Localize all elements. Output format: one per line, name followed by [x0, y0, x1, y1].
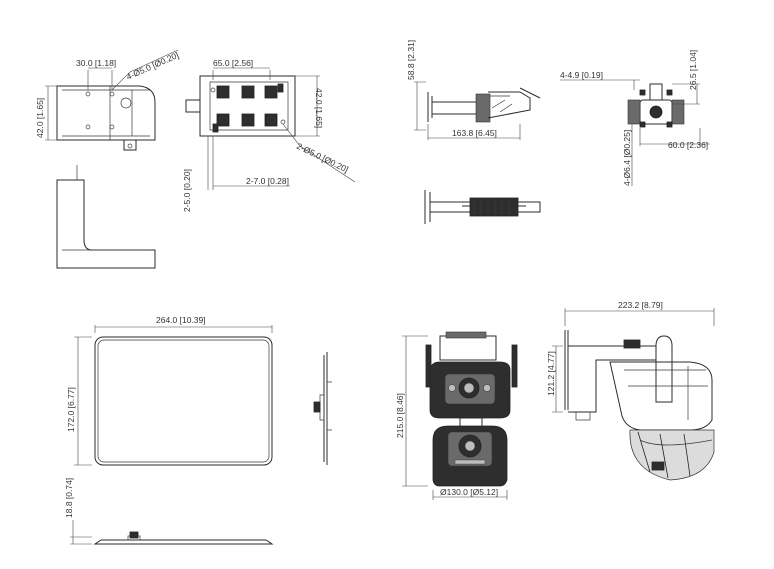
- dim-bracket-top-holes: 4-Ø5.0 [Ø0.20]: [125, 50, 180, 82]
- arm-bottom-view: [424, 190, 541, 224]
- dim-panel-thickness: 18.8 [0.74]: [64, 478, 74, 518]
- mount-front-view: 4-4.9 [0.19] 26.5 [1.04] 4-Ø6.4 [Ø0.25] …: [560, 50, 710, 186]
- dim-mount-width: 60.0 [2.36]: [668, 140, 708, 150]
- dim-side-height: 121.2 [4.77]: [546, 351, 556, 396]
- solar-panel-side: [313, 352, 332, 465]
- solar-panel-bottom: 18.8 [0.74]: [64, 478, 274, 545]
- dim-mount-holes: 4-Ø6.4 [Ø0.25]: [622, 130, 632, 186]
- dim-side-width: 223.2 [8.79]: [618, 300, 663, 310]
- dim-mount-screws: 4-4.9 [0.19]: [560, 70, 603, 80]
- solar-panel-front: 264.0 [10.39] 172.0 [6.77]: [66, 315, 273, 466]
- bracket-top-view: 30.0 [1.18] 4-Ø5.0 [Ø0.20] 42.0 [1.65]: [35, 49, 180, 151]
- dim-camera-diameter: Ø130.0 [Ø5.12]: [440, 487, 498, 497]
- camera-side-view: 223.2 [8.79] 121.2 [4.77]: [546, 300, 715, 481]
- dim-camera-height: 215.0 [8.46]: [395, 393, 405, 438]
- camera-front-view: 215.0 [8.46] Ø130.0 [Ø5.12]: [395, 331, 518, 500]
- dim-panel-width: 264.0 [10.39]: [156, 315, 206, 325]
- dim-plate-holes: 2-Ø5.0 [Ø0.20]: [295, 141, 350, 175]
- dim-mount-height: 26.5 [1.04]: [688, 50, 698, 90]
- dim-plate-width: 65.0 [2.56]: [213, 58, 253, 68]
- bracket-side-view: [56, 165, 156, 269]
- arm-side-view: 58.8 [2.31] 163.8 [6.45]: [406, 40, 541, 140]
- dim-bracket-left-height: 42.0 [1.65]: [35, 98, 45, 138]
- dim-plate-slot-height: 2-5.0 [0.20]: [182, 169, 192, 212]
- dim-arm-length: 163.8 [6.45]: [452, 128, 497, 138]
- mounting-plate-view: 65.0 [2.56] 42.0 [1.65] 2-Ø5.0 [Ø0.20] 2…: [182, 58, 356, 212]
- dim-arm-height: 58.8 [2.31]: [406, 40, 416, 80]
- dim-panel-height: 172.0 [6.77]: [66, 387, 76, 432]
- dim-plate-height: 42.0 [1.65]: [314, 88, 324, 128]
- dim-bracket-top-width: 30.0 [1.18]: [76, 58, 116, 68]
- dim-plate-slot-width: 2-7.0 [0.28]: [246, 176, 289, 186]
